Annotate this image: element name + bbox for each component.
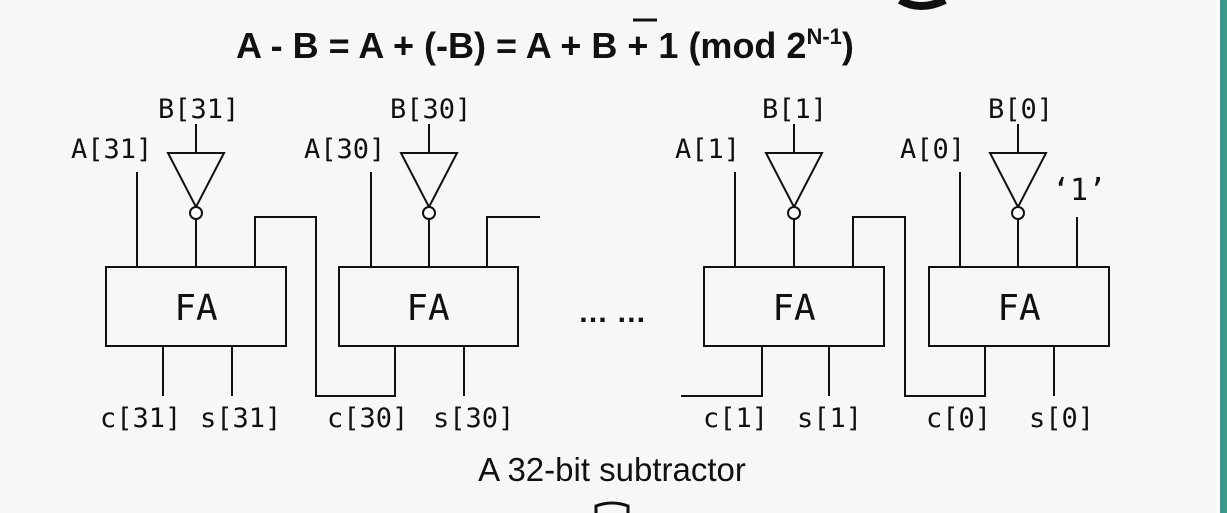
carry-wire	[254, 216, 396, 397]
inverter-bubble	[189, 206, 203, 220]
a-input-label: A[31]	[71, 134, 152, 165]
b-input-label: B[1]	[762, 94, 827, 125]
inverter-icon	[399, 152, 459, 210]
full-adder-box	[338, 266, 519, 347]
sum-output-label: s[0]	[1029, 403, 1094, 434]
a-input-label: A[0]	[900, 134, 965, 165]
b-input-label: B[31]	[158, 94, 239, 125]
ellipsis: … …	[578, 296, 646, 329]
full-adder-label: FA	[772, 288, 816, 329]
inverter-bubble	[787, 206, 801, 220]
full-adder-box	[703, 266, 885, 347]
full-adder-label: FA	[997, 288, 1041, 329]
sum-output-label: s[30]	[433, 403, 514, 434]
bit-slice-30: B[30] A[30] FA c[30] s[30]	[304, 94, 519, 434]
inverter-bubble	[1011, 206, 1025, 220]
sum-output-label: s[1]	[797, 403, 862, 434]
equation: A - B = A + (-B) = A + B + 1 (mod 2N-1)	[236, 24, 854, 66]
full-adder-label: FA	[406, 288, 450, 329]
carry-output-label: c[1]	[703, 403, 768, 434]
a-input-label: A[1]	[675, 134, 740, 165]
inverter-icon	[166, 152, 226, 210]
slide-border-inner	[1217, 0, 1220, 513]
carry-output-label: c[0]	[926, 403, 991, 434]
b-input-label: B[30]	[390, 94, 471, 125]
carry-output-label: c[31]	[100, 403, 181, 434]
b-input-label: B[0]	[988, 94, 1053, 125]
inverter-icon	[764, 152, 824, 210]
clipped-bottom-glyph	[594, 501, 630, 513]
bit-slice-0: B[0] A[0] ‘1’ FA c[0] s[0]	[900, 94, 1110, 434]
full-adder-box	[105, 266, 287, 347]
carry-in-label: ‘1’	[1052, 173, 1106, 208]
inverter-icon	[988, 152, 1048, 210]
bit-slice-1: B[1] A[1] FA c[1] s[1]	[675, 94, 885, 434]
full-adder-box	[928, 266, 1110, 347]
carry-wire	[681, 346, 763, 397]
carry-wire	[486, 216, 540, 267]
carry-output-label: c[30]	[327, 403, 408, 434]
carry-wire	[852, 216, 986, 397]
sum-output-label: s[31]	[200, 403, 281, 434]
a-input-label: A[30]	[304, 134, 385, 165]
slide-border-accent	[1220, 0, 1227, 513]
inverter-bubble	[422, 206, 436, 220]
bit-slice-31: B[31] A[31] FA c[31] s[31]	[71, 94, 287, 434]
full-adder-label: FA	[174, 288, 218, 329]
caption: A 32-bit subtractor	[478, 451, 746, 488]
clipped-title-glyph	[897, 0, 947, 10]
